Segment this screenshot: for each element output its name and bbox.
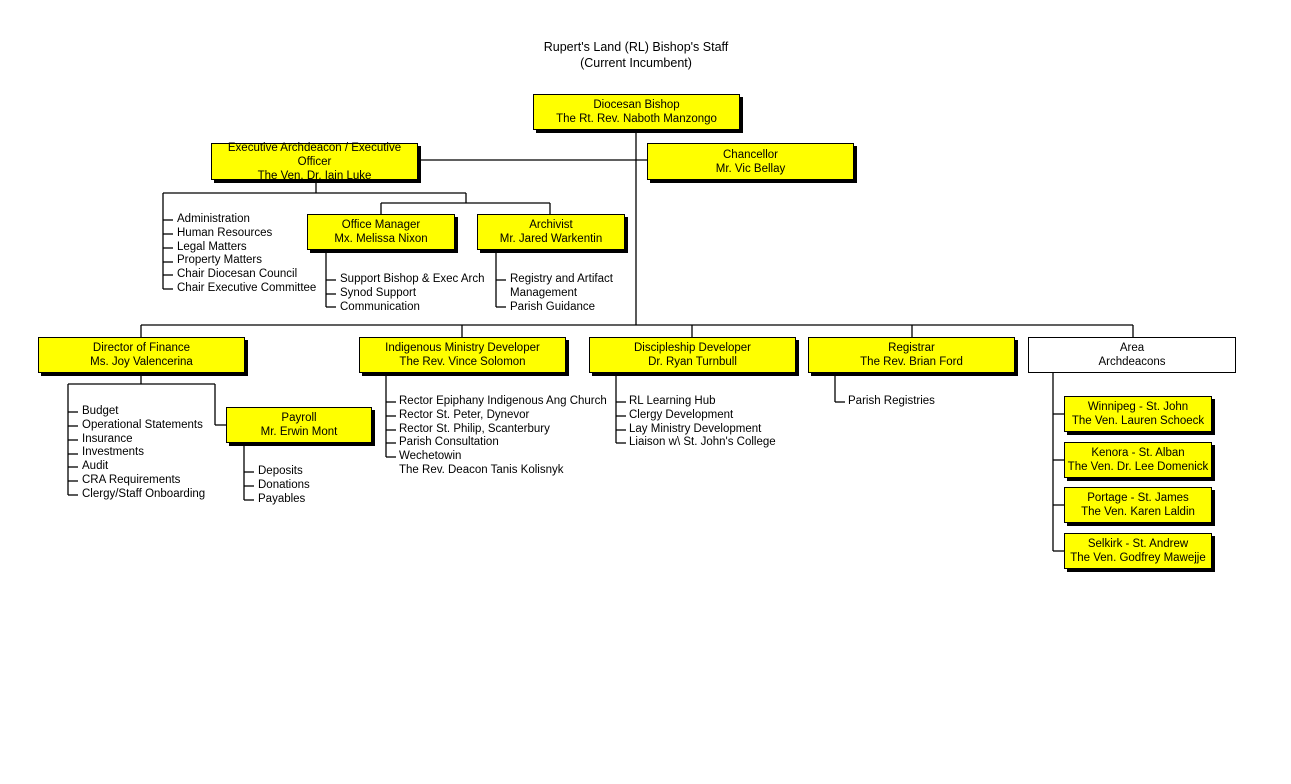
payroll-name: Mr. Erwin Mont — [260, 426, 338, 438]
office-duties-list: Support Bishop & Exec Arch Synod Support… — [340, 273, 484, 314]
archdeacon-box-selkirk: Selkirk - St. Andrew The Ven. Godfrey Ma… — [1064, 533, 1212, 569]
list-item: Operational Statements — [82, 418, 203, 431]
list-item: Management — [510, 286, 578, 299]
finance-box: Director of Finance Ms. Joy Valencerina — [38, 337, 245, 373]
discipleship-duties-list: RL Learning Hub Clergy Development Lay M… — [629, 395, 776, 450]
payroll-role: Payroll — [281, 412, 317, 424]
list-item: Chair Diocesan Council — [177, 268, 298, 281]
exec-duties-list: Administration Human Resources Legal Mat… — [177, 213, 316, 296]
list-item: Parish Registries — [848, 395, 935, 407]
list-item: Wechetowin — [399, 450, 462, 463]
list-item: Rector Epiphany Indigenous Ang Church — [399, 395, 607, 407]
title-line2: (Current Incumbent) — [580, 56, 692, 70]
list-item: Administration — [177, 213, 250, 225]
chancellor-role: Chancellor — [723, 148, 778, 161]
archdeacon-area: Kenora - St. Alban — [1091, 447, 1185, 459]
list-item: Legal Matters — [177, 240, 247, 253]
list-item: Chair Executive Committee — [177, 281, 317, 294]
archdeacon-area: Winnipeg - St. John — [1087, 401, 1189, 413]
indigenous-box: Indigenous Ministry Developer The Rev. V… — [359, 337, 566, 373]
list-item: Registry and Artifact — [510, 273, 613, 285]
archdeacon-name: The Ven. Lauren Schoeck — [1071, 415, 1205, 427]
area-line1: Area — [1119, 342, 1145, 354]
archivist-box: Archivist Mr. Jared Warkentin — [477, 214, 625, 250]
list-item: Insurance — [82, 432, 133, 445]
indigenous-name: The Rev. Vince Solomon — [399, 356, 526, 368]
exec-archdeacon-box: Executive Archdeacon / Executive Officer… — [211, 141, 418, 182]
archivist-duties-list: Registry and Artifact Management Parish … — [510, 273, 613, 314]
list-item: Parish Consultation — [399, 436, 499, 449]
archivist-name: Mr. Jared Warkentin — [499, 233, 603, 245]
office-manager-role: Office Manager — [341, 219, 421, 231]
archdeacon-box-winnipeg: Winnipeg - St. John The Ven. Lauren Scho… — [1064, 396, 1212, 432]
list-item: CRA Requirements — [82, 473, 181, 486]
list-item: Liaison w\ St. John's College — [629, 436, 776, 449]
office-manager-box: Office Manager Mx. Melissa Nixon — [307, 214, 455, 250]
discipleship-role: Discipleship Developer — [634, 342, 751, 354]
bishop-role: Diocesan Bishop — [593, 99, 680, 111]
archivist-role: Archivist — [529, 219, 573, 231]
title-line1: Rupert's Land (RL) Bishop's Staff — [543, 40, 729, 54]
list-item: Lay Ministry Development — [629, 422, 762, 435]
discipleship-box: Discipleship Developer Dr. Ryan Turnbull — [589, 337, 796, 373]
finance-role: Director of Finance — [92, 342, 191, 354]
exec-archdeacon-role: Executive Archdeacon / Executive Officer — [227, 141, 402, 168]
area-line2: Archdeacons — [1098, 356, 1166, 368]
archdeacon-name: The Ven. Dr. Lee Domenick — [1067, 461, 1209, 473]
list-item: Budget — [82, 405, 119, 417]
bishop-name: The Rt. Rev. Naboth Manzongo — [556, 113, 717, 125]
list-item: RL Learning Hub — [629, 395, 716, 407]
archdeacon-area: Selkirk - St. Andrew — [1087, 538, 1189, 550]
list-item: Clergy Development — [629, 408, 734, 421]
list-item: The Rev. Deacon Tanis Kolisnyk — [399, 463, 564, 476]
indigenous-duties-list: Rector Epiphany Indigenous Ang Church Re… — [399, 395, 607, 478]
list-item: Deposits — [258, 465, 303, 477]
list-item: Clergy/Staff Onboarding — [82, 487, 206, 500]
archdeacon-box-portage: Portage - St. James The Ven. Karen Laldi… — [1064, 487, 1212, 523]
discipleship-name: Dr. Ryan Turnbull — [648, 356, 737, 368]
list-item: Rector St. Peter, Dynevor — [399, 408, 530, 421]
office-manager-name: Mx. Melissa Nixon — [334, 233, 428, 245]
list-item: Rector St. Philip, Scanterbury — [399, 422, 550, 435]
chancellor-box: Chancellor Mr. Vic Bellay — [647, 143, 854, 180]
finance-duties-list: Budget Operational Statements Insurance … — [82, 405, 205, 502]
list-item: Investments — [82, 446, 144, 459]
list-item: Property Matters — [177, 254, 262, 267]
list-item: Parish Guidance — [510, 300, 596, 313]
bishop-box: Diocesan Bishop The Rt. Rev. Naboth Manz… — [533, 94, 740, 130]
exec-archdeacon-name: The Ven. Dr. Iain Luke — [257, 169, 372, 182]
registrar-box: Registrar The Rev. Brian Ford — [808, 337, 1015, 373]
list-item: Support Bishop & Exec Arch — [340, 273, 485, 285]
registrar-duties-list: Parish Registries — [848, 395, 935, 409]
payroll-box: Payroll Mr. Erwin Mont — [226, 407, 372, 443]
list-item: Audit — [82, 460, 109, 473]
area-archdeacons-box: Area Archdeacons — [1028, 337, 1236, 373]
archdeacon-name: The Ven. Godfrey Mawejje — [1070, 552, 1206, 564]
list-item: Donations — [258, 478, 310, 491]
finance-name: Ms. Joy Valencerina — [90, 356, 193, 368]
archdeacon-box-kenora: Kenora - St. Alban The Ven. Dr. Lee Dome… — [1064, 442, 1212, 478]
list-item: Payables — [258, 492, 306, 505]
list-item: Communication — [340, 300, 420, 313]
archdeacon-area: Portage - St. James — [1087, 492, 1189, 504]
indigenous-role: Indigenous Ministry Developer — [385, 342, 540, 354]
archdeacon-name: The Ven. Karen Laldin — [1081, 506, 1195, 518]
registrar-role: Registrar — [888, 342, 935, 354]
list-item: Human Resources — [177, 226, 273, 239]
registrar-name: The Rev. Brian Ford — [860, 356, 963, 368]
list-item: Synod Support — [340, 286, 417, 299]
chancellor-name: Mr. Vic Bellay — [715, 162, 786, 175]
chart-title: Rupert's Land (RL) Bishop's Staff (Curre… — [486, 39, 786, 71]
payroll-duties-list: Deposits Donations Payables — [258, 465, 310, 506]
